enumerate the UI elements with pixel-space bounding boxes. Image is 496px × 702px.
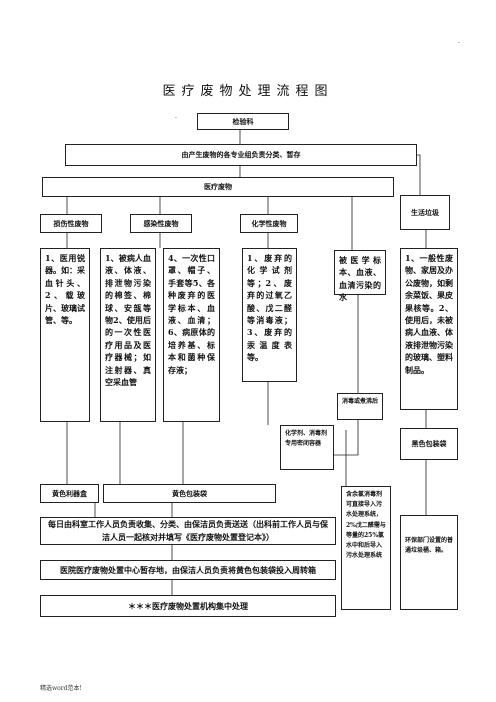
stray-mark: . xyxy=(175,113,177,120)
node-final: ＊＊＊医疗废物处置机构集中处理 xyxy=(40,595,336,617)
node-disinfect: 消毒或煮沸后 xyxy=(337,393,383,420)
page-title: 医疗废物处理流程图 xyxy=(162,84,334,99)
node-contaminated-water: 被医学标本、血液、血清污染的水 xyxy=(334,250,386,302)
connector-medical-contaminated xyxy=(350,187,353,250)
node-storage: 医院医疗废物处置中心暂存地，由保洁人员负责将黄色包装袋投入周转箱 xyxy=(40,560,336,580)
connector-disinfect-container xyxy=(334,420,359,456)
node-yellow-sharps: 黄色利器盒 xyxy=(40,484,99,503)
node-chem-items: 1、废弃的化学试剂等；2、废弃的过氧乙酸、戊二醛等消毒液；3、废弃的汞温度表等。 xyxy=(242,248,297,382)
node-medical-waste: 医疗废物 xyxy=(42,177,394,197)
node-collect: 每日由科室工作人员负责收集、分类、由保洁员负责送送（出科前工作人员与保洁人员一起… xyxy=(40,517,336,545)
node-env-dept: 环保部门设置的普通垃圾桶、箱。 xyxy=(400,515,458,610)
corner-dot: . xyxy=(458,38,460,45)
node-life-waste: 生活垃圾 xyxy=(400,195,450,230)
node-injury-items: 1、医用锐器。如：采血针头、2、载玻片、玻璃试管、等。 xyxy=(40,248,90,422)
node-cat-injury: 损伤性废物 xyxy=(40,214,102,233)
node-sort: 由产生废物的各专业组负责分类、暂存 xyxy=(65,144,417,166)
node-infect-items-2: 4、一次性口罩、帽子、手套等5、各种废弃的医学标本、血液、血清；6、病原体的培养… xyxy=(163,248,220,422)
node-sewage: 含余氯消毒剂可直接导入污水处理系统，2%戊二醛需与等量的25%氯水中和后导入污水… xyxy=(341,486,391,610)
node-black-bag: 黑色包装袋 xyxy=(400,428,458,460)
node-life-items: 1、一般性废物、家居及办公废物，如剩余菜饭、果皮果核等。2、使用后，未被病人血液… xyxy=(400,248,458,410)
node-chem-container: 化学剂、消毒剂专用密闭容器 xyxy=(280,425,334,470)
node-yellow-bag: 黄色包装袋 xyxy=(103,484,276,503)
node-cat-infect: 感染性废物 xyxy=(130,214,192,233)
node-lab: 检验科 xyxy=(197,113,289,130)
node-infect-items-1: 1、被病人血液、体液、排泄物污染的棉签、棉球、安瓿等物2、使用后的一次性医疗用品… xyxy=(100,248,156,422)
node-cat-chem: 化学性废物 xyxy=(240,214,298,233)
footer-note: 精选word范本! xyxy=(40,685,82,692)
